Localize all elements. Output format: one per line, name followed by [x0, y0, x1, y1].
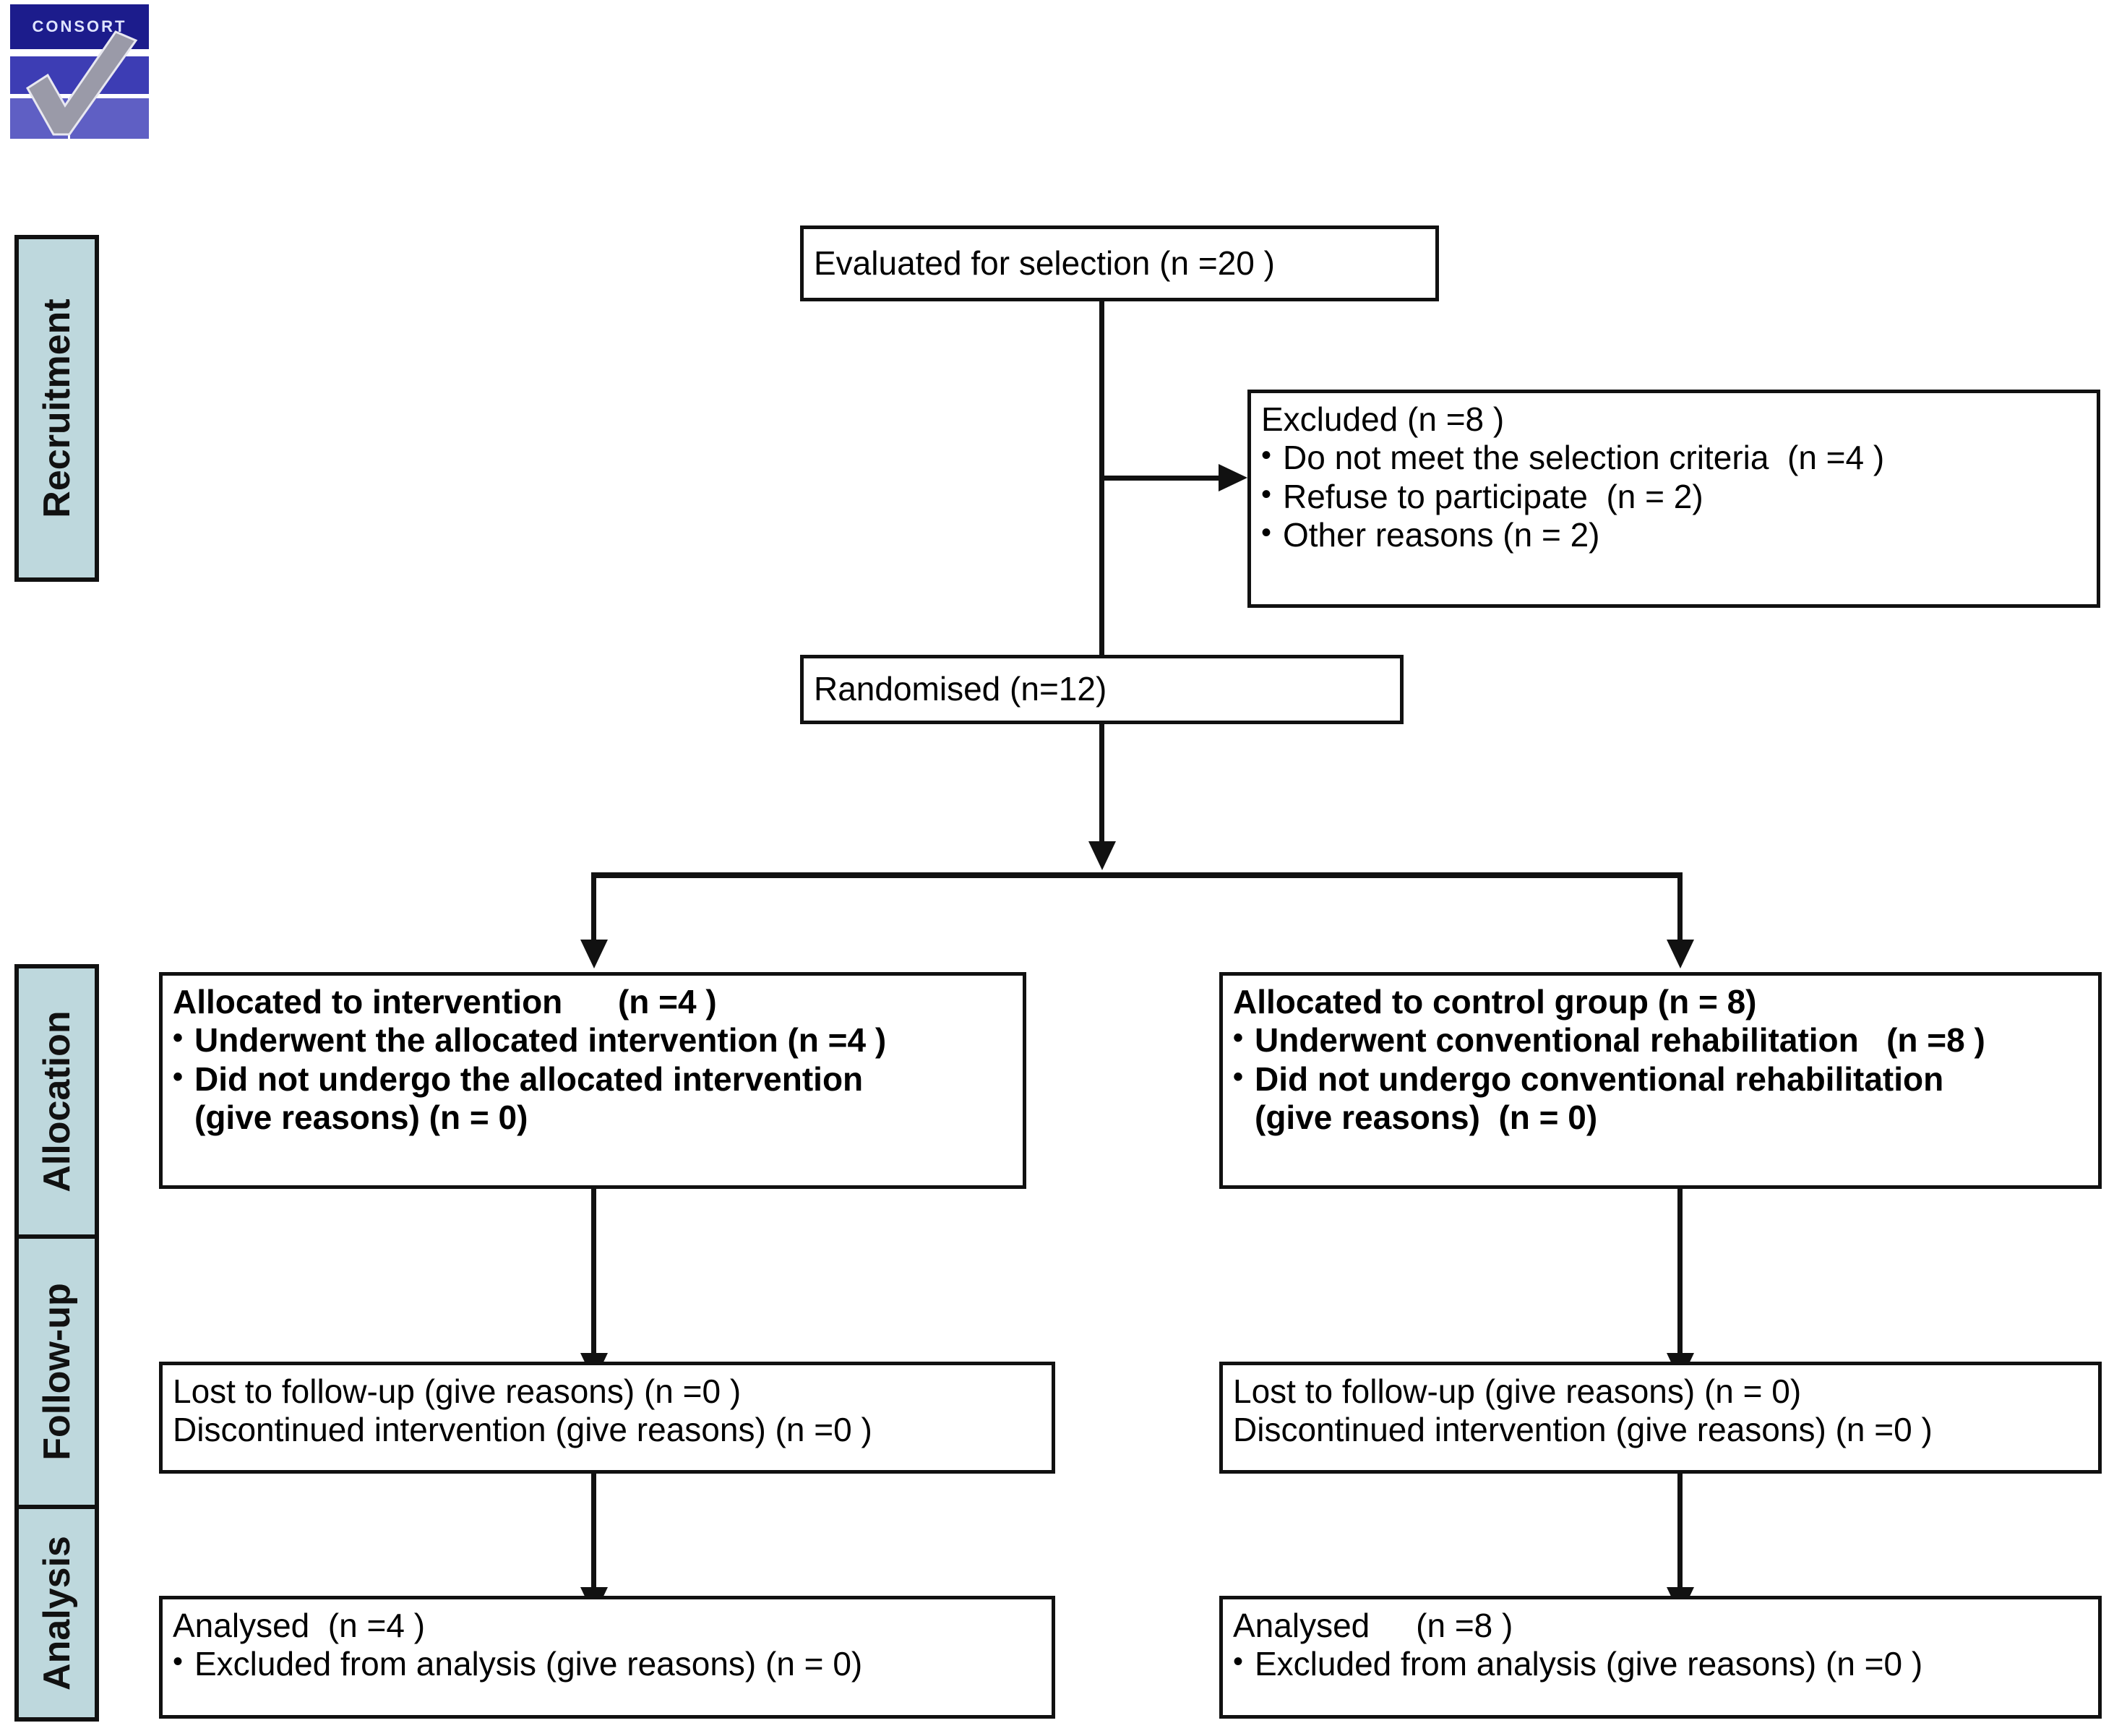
connector-randomised-down [1099, 724, 1104, 847]
box-randomised: Randomised (n=12) [800, 655, 1404, 724]
bullet-icon: • [1233, 1646, 1244, 1678]
connector-allocation-to-followup-right [1677, 1189, 1683, 1362]
allocated-intervention-item: • Underwent the allocated intervention (… [173, 1021, 1013, 1060]
allocated-control-item: • Underwent conventional rehabilitation … [1233, 1021, 2088, 1060]
analysis-left-item-text: Excluded from analysis (give reasons) (n… [194, 1645, 863, 1683]
excluded-item-text: Do not meet the selection criteria (n =4… [1283, 439, 1885, 477]
allocated-intervention-title: Allocated to intervention (n =4 ) [173, 983, 717, 1020]
bullet-icon: • [1261, 478, 1272, 510]
excluded-item-text: Refuse to participate (n = 2) [1283, 477, 1703, 515]
analysis-right-item: • Excluded from analysis (give reasons) … [1233, 1645, 2088, 1683]
allocated-intervention-item-text: Did not undergo the allocated interventi… [194, 1060, 864, 1098]
logo-band-light [10, 98, 149, 139]
box-analysis-left: Analysed (n =4 ) • Excluded from analysi… [159, 1596, 1055, 1719]
allocated-control-continuation: (give reasons) (n = 0) [1255, 1099, 1598, 1137]
consort-logo: CONSORT [10, 4, 149, 149]
connector-split-left-drop [591, 872, 596, 948]
box-allocated-control: Allocated to control group (n = 8) • Und… [1219, 972, 2102, 1189]
phase-label-analysis-text: Analysis [35, 1536, 78, 1690]
box-analysis-right: Analysed (n =8 ) • Excluded from analysi… [1219, 1596, 2102, 1719]
phase-label-analysis: Analysis [14, 1505, 99, 1722]
phase-label-followup: Follow-up [14, 1234, 99, 1509]
logo-band-divider [68, 98, 70, 139]
followup-left-line: Lost to follow-up (give reasons) (n =0 ) [173, 1372, 742, 1410]
logo-wordmark: CONSORT [32, 17, 127, 35]
arrowhead-randomised-split [1088, 841, 1116, 870]
box-excluded: Excluded (n =8 ) • Do not meet the selec… [1247, 390, 2100, 608]
phase-label-allocation-text: Allocation [35, 1010, 78, 1193]
bullet-icon: • [173, 1022, 184, 1054]
connector-split-right-drop [1677, 872, 1683, 948]
randomised-text: Randomised (n=12) [814, 670, 1107, 708]
allocated-intervention-item: • Did not undergo the allocated interven… [173, 1060, 1013, 1099]
connector-followup-to-analysis-left [591, 1474, 596, 1597]
phase-label-followup-text: Follow-up [35, 1283, 78, 1461]
connector-split-bar [591, 872, 1683, 878]
allocated-control-item: • Did not undergo conventional rehabilit… [1233, 1060, 2088, 1099]
allocated-intervention-item-text: Underwent the allocated intervention (n … [194, 1021, 887, 1060]
connector-allocation-to-followup-left [591, 1189, 596, 1362]
box-allocated-intervention: Allocated to intervention (n =4 ) • Unde… [159, 972, 1026, 1189]
box-followup-right: Lost to follow-up (give reasons) (n = 0)… [1219, 1362, 2102, 1474]
arrowhead-to-allocation-right [1667, 940, 1694, 968]
logo-band-mid [10, 56, 149, 94]
analysis-left-item: • Excluded from analysis (give reasons) … [173, 1645, 1041, 1683]
allocated-control-item-text: Underwent conventional rehabilitation (n… [1255, 1021, 1985, 1060]
connector-followup-to-analysis-right [1677, 1474, 1683, 1597]
bullet-icon: • [1261, 439, 1272, 472]
bullet-icon: • [173, 1646, 184, 1678]
analysis-right-item-text: Excluded from analysis (give reasons) (n… [1255, 1645, 1923, 1683]
excluded-item-text: Other reasons (n = 2) [1283, 516, 1600, 554]
excluded-item: • Do not meet the selection criteria (n … [1261, 439, 2087, 477]
phase-label-recruitment: Recruitment [14, 235, 99, 582]
analysis-right-title: Analysed (n =8 ) [1233, 1607, 1513, 1644]
phase-label-allocation: Allocation [14, 964, 99, 1239]
allocated-control-title: Allocated to control group (n = 8) [1233, 983, 1757, 1020]
connector-evaluated-to-excluded [1099, 476, 1238, 481]
box-followup-left: Lost to follow-up (give reasons) (n =0 )… [159, 1362, 1055, 1474]
excluded-title: Excluded (n =8 ) [1261, 400, 1505, 438]
evaluated-text: Evaluated for selection (n =20 ) [814, 244, 1275, 282]
bullet-icon: • [1233, 1060, 1244, 1093]
box-evaluated-for-selection: Evaluated for selection (n =20 ) [800, 225, 1439, 301]
analysis-left-title: Analysed (n =4 ) [173, 1607, 426, 1644]
bullet-icon: • [173, 1060, 184, 1093]
excluded-item: • Other reasons (n = 2) [1261, 516, 2087, 554]
bullet-icon: • [1261, 517, 1272, 549]
bullet-icon: • [1233, 1022, 1244, 1054]
followup-left-line: Discontinued intervention (give reasons)… [173, 1411, 872, 1449]
phase-label-recruitment-text: Recruitment [35, 298, 78, 518]
followup-right-line: Discontinued intervention (give reasons)… [1233, 1411, 1933, 1449]
excluded-item: • Refuse to participate (n = 2) [1261, 478, 2087, 516]
allocated-intervention-continuation: (give reasons) (n = 0) [194, 1099, 528, 1137]
arrowhead-to-allocation-left [580, 940, 608, 968]
allocated-control-item-text: Did not undergo conventional rehabilitat… [1255, 1060, 1944, 1098]
followup-right-line: Lost to follow-up (give reasons) (n = 0) [1233, 1372, 1802, 1410]
arrowhead-to-excluded [1219, 464, 1247, 491]
